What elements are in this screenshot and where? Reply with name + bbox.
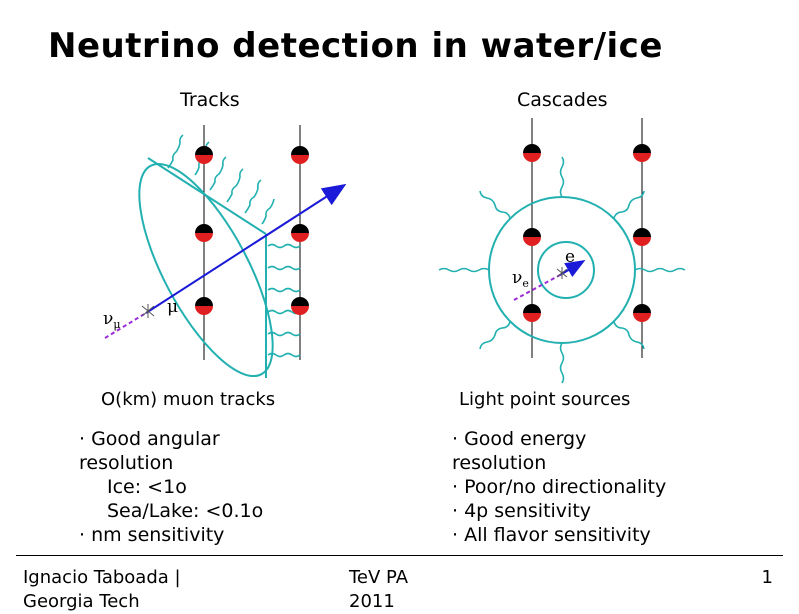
cherenkov-cone-ellipse [138,162,274,378]
footer-divider [16,555,783,556]
cascades-caption: Light point sources [459,389,631,410]
photon-wiggles-radial [438,156,686,384]
bullet-angular-resolution: · Good angular resolution [79,428,220,474]
page-number: 1 [761,567,773,588]
tracks-bullet-list: · Good angular resolution Ice: <1o Sea/L… [79,427,269,547]
neutrino-mu-label: νμ [103,309,121,331]
bullet-energy-resolution: · Good energy resolution [452,428,587,474]
electron-track [559,259,586,278]
photon-wiggles [167,134,275,225]
tracks-caption: O(km) muon tracks [101,389,276,410]
cascades-bullet-list: · Good energy resolution · Poor/no direc… [452,427,666,547]
neutrino-e-label: νe [512,268,529,290]
bullet-flavor-sensitivity: · All flavor sensitivity [452,524,651,546]
footer-conference: TeV PA 2011 [349,567,409,612]
bullet-4p-sensitivity: · 4p sensitivity [452,500,592,522]
bullet-nm-sensitivity: · nm sensitivity [79,524,225,546]
cascades-diagram: νe e [438,118,686,384]
bullet-directionality: · Poor/no directionality [452,476,667,498]
detection-diagrams: νμ μ [103,118,686,384]
footer-author: Ignacio Taboada | Georgia Tech [23,567,181,612]
cascade-vertex [556,267,568,279]
pmt-group-cascades [523,144,651,322]
cascade-inner-sphere [537,241,595,299]
muon-track [145,183,347,314]
photon-wiggles-horizontal [267,243,301,358]
neutrino-incoming [104,312,147,339]
muon-label: μ [167,297,178,317]
interaction-vertex [141,304,155,318]
cascades-heading: Cascades [517,89,608,111]
neutrino-e-incoming [513,274,561,301]
bullet-sea-lake-resolution: Sea/Lake: <0.1o [107,500,264,522]
tracks-heading: Tracks [180,89,240,111]
tracks-diagram: νμ μ [103,125,347,378]
cone-edge [147,157,267,235]
pmt-group-tracks [195,146,309,315]
bullet-ice-resolution: Ice: <1o [107,476,187,498]
slide-title: Neutrino detection in water/ice [48,26,663,66]
electron-label: e [565,247,575,267]
